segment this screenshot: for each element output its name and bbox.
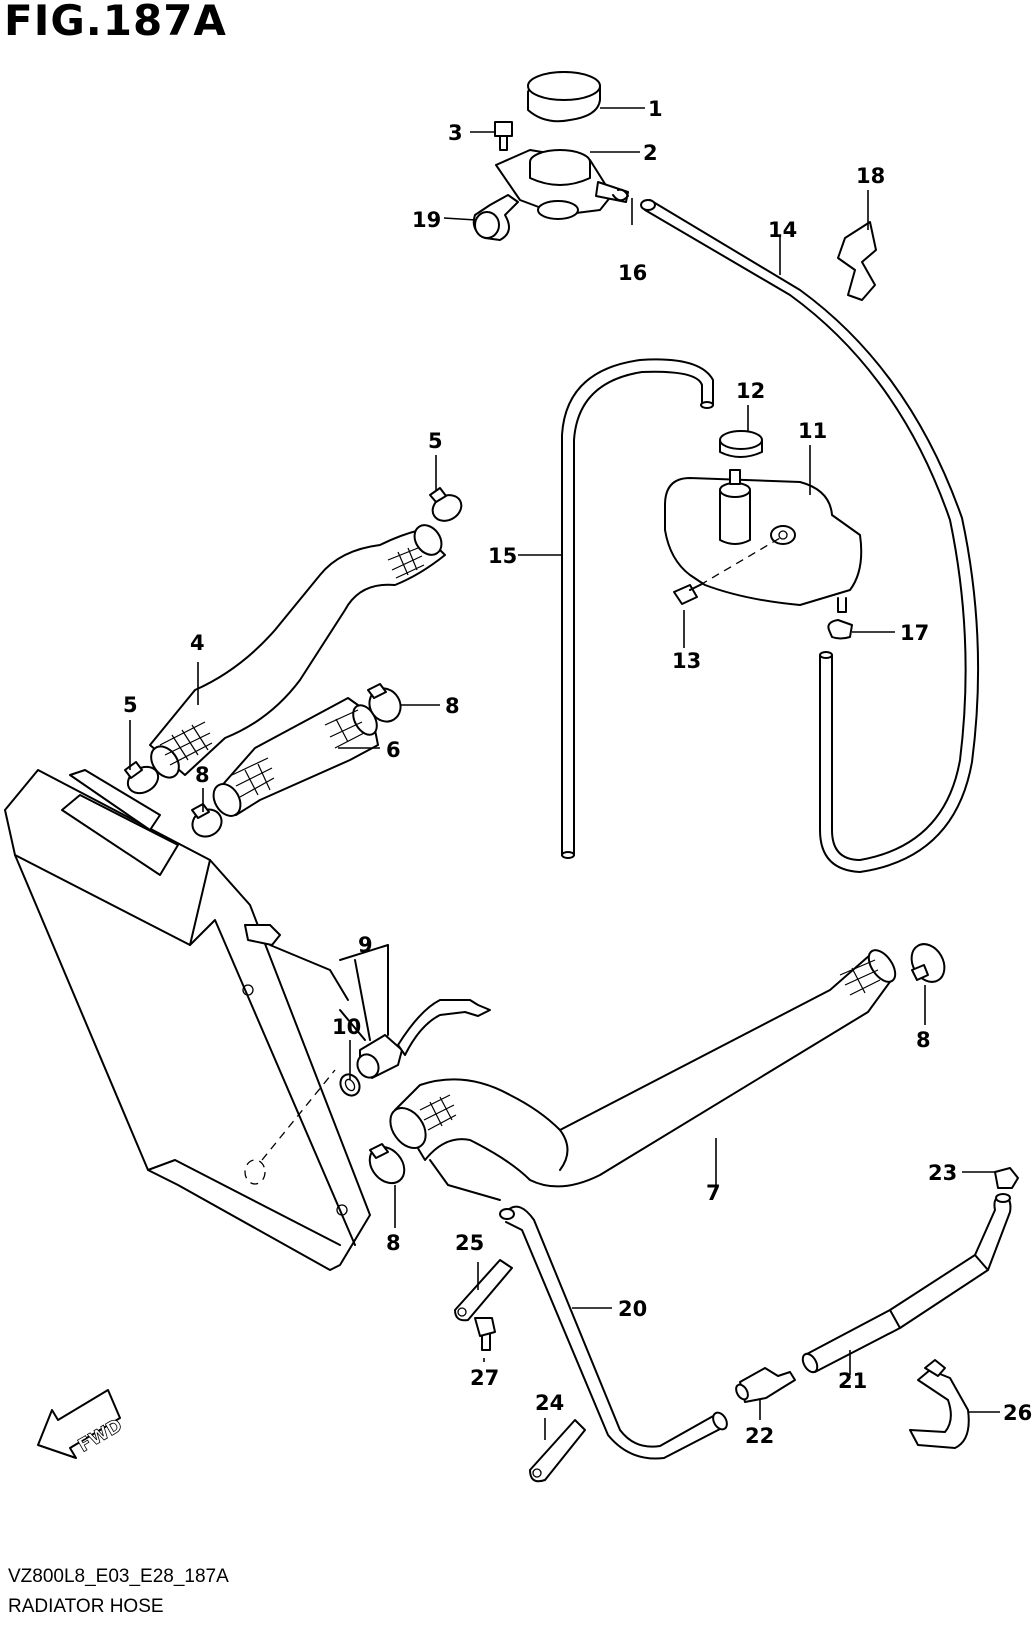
figure-name: RADIATOR HOSE xyxy=(8,1596,164,1617)
callout-27: 27 xyxy=(470,1366,499,1390)
clamp-23 xyxy=(994,1167,1019,1189)
callout-18: 18 xyxy=(856,164,885,188)
radiator xyxy=(4,769,371,1271)
clamp-26 xyxy=(909,1359,970,1449)
clamp-17 xyxy=(827,619,853,640)
figure-title: FIG.187A xyxy=(4,0,227,45)
cap-bolt xyxy=(494,121,513,151)
filler-neck xyxy=(495,149,629,220)
callouts: 1 2 3 19 16 18 14 12 11 15 13 17 5 4 5 8… xyxy=(123,97,1032,1448)
callout-8-right: 8 xyxy=(916,1028,931,1052)
callout-5-upper: 5 xyxy=(428,429,443,453)
overflow-hose-14 xyxy=(640,199,980,873)
callout-21: 21 xyxy=(838,1369,867,1393)
radiator-cap xyxy=(527,71,601,123)
callout-17: 17 xyxy=(900,621,929,645)
reservoir-cap-12 xyxy=(719,430,763,458)
fwd-arrow-icon xyxy=(37,1389,121,1459)
bolt-13 xyxy=(673,537,781,605)
hose-21 xyxy=(801,1193,1012,1374)
callout-25: 25 xyxy=(455,1231,484,1255)
short-hose-6 xyxy=(212,697,379,817)
callout-6: 6 xyxy=(386,738,401,762)
washer-10 xyxy=(339,1073,361,1097)
callout-9: 9 xyxy=(358,933,373,957)
callout-11: 11 xyxy=(798,419,827,443)
joint-22 xyxy=(735,1367,796,1403)
clamp-5-upper xyxy=(429,487,463,522)
callout-24: 24 xyxy=(535,1391,564,1415)
thermo-switch-9 xyxy=(339,944,491,1079)
clip-18 xyxy=(837,221,877,301)
callout-20: 20 xyxy=(618,1297,647,1321)
clamp-8-right xyxy=(910,943,946,983)
lower-hose-7 xyxy=(389,949,897,1201)
callout-12: 12 xyxy=(736,379,765,403)
upper-hose-4 xyxy=(149,524,446,779)
callout-26: 26 xyxy=(1003,1401,1032,1425)
callout-16: 16 xyxy=(618,261,647,285)
clamp-5-lower xyxy=(124,761,160,795)
callout-4: 4 xyxy=(190,631,205,655)
callout-14: 14 xyxy=(768,218,797,242)
bracket-25 xyxy=(454,1259,513,1322)
clamp-8-top xyxy=(367,683,402,723)
callout-10: 10 xyxy=(332,1015,361,1039)
figure-code: VZ800L8_E03_E28_187A xyxy=(8,1566,229,1587)
callout-1: 1 xyxy=(648,97,663,121)
callout-22: 22 xyxy=(745,1424,774,1448)
clamp-8-left xyxy=(191,803,223,838)
bolt-27 xyxy=(474,1317,496,1351)
callout-7: 7 xyxy=(706,1181,721,1205)
hose-20 xyxy=(499,1205,728,1460)
callout-8-bottom: 8 xyxy=(386,1231,401,1255)
callout-13: 13 xyxy=(672,649,701,673)
callout-2: 2 xyxy=(643,141,658,165)
leader-lines xyxy=(129,107,1000,1440)
callout-8-left: 8 xyxy=(195,763,210,787)
callout-15: 15 xyxy=(488,544,517,568)
callout-3: 3 xyxy=(448,121,463,145)
callout-8-top: 8 xyxy=(445,694,460,718)
clamp-19 xyxy=(472,194,519,241)
bracket-24 xyxy=(529,1419,586,1483)
breather-hose-15 xyxy=(561,358,714,859)
clamp-8-bottom xyxy=(368,1143,406,1185)
callout-19: 19 xyxy=(412,208,441,232)
clip-16 xyxy=(612,188,629,202)
callout-23: 23 xyxy=(928,1161,957,1185)
callout-5-lower: 5 xyxy=(123,693,138,717)
